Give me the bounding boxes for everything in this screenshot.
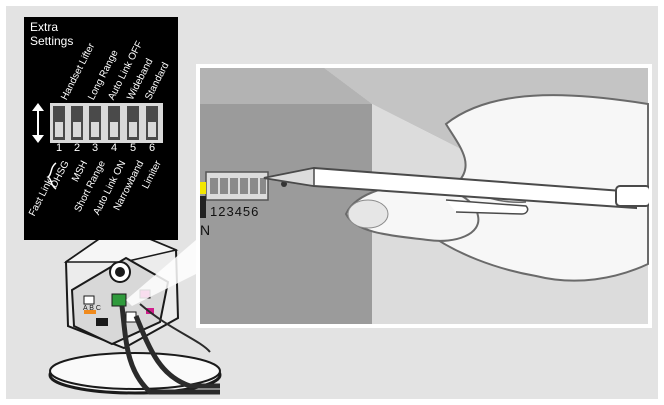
abc-label: A B C — [83, 305, 101, 312]
dip-switch-1[interactable] — [53, 106, 65, 140]
dip-switch-3[interactable] — [89, 106, 101, 140]
extra-settings-panel: Extra Settings Handset Lifter Long Range… — [24, 17, 178, 240]
port-numbers: 123456 — [210, 204, 259, 219]
closeup-illustration: 123456 N — [196, 64, 652, 328]
switch-number-5: 5 — [126, 142, 140, 154]
yellow-port — [200, 182, 206, 194]
connector-green — [112, 294, 126, 306]
switch-number-3: 3 — [88, 142, 102, 154]
dip-switch-6[interactable] — [146, 106, 158, 140]
dip-switch-4[interactable] — [108, 106, 120, 140]
switch-number-2: 2 — [70, 142, 84, 154]
switch-number-1: 1 — [52, 142, 66, 154]
dip-switch-5[interactable] — [127, 106, 139, 140]
panel-title-line1: Extra — [30, 21, 58, 34]
double-arrow-icon — [31, 103, 45, 143]
panel-title-line2: Settings — [30, 35, 73, 48]
switch-number-4: 4 — [107, 142, 121, 154]
dip-switch-2[interactable] — [71, 106, 83, 140]
switch-number-6: 6 — [145, 142, 159, 154]
side-letter: N — [200, 222, 210, 238]
